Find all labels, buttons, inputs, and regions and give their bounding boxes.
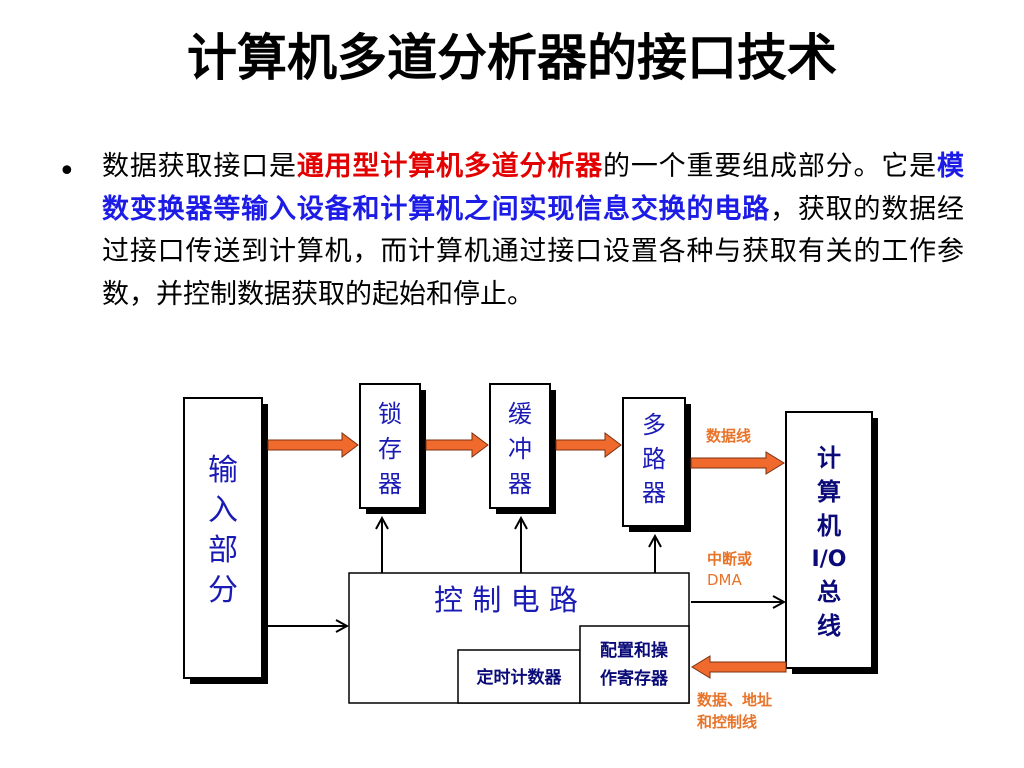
bus-lines-label: 数据、地址 [697,691,772,709]
highlight-red-text: 通用型计算机多道分析器 [296,151,604,182]
bus-lines-arrow [691,655,787,679]
data-line-label: 数据线 [706,427,751,445]
paragraph-segment: 的一个重要组成部分。它是 [603,151,938,182]
io-bus-block-char: 总 [817,578,841,606]
io-bus-block-char: 线 [817,612,841,640]
io-bus-block-char: 机 [817,512,841,540]
timer-counter-label: 定时计数器 [477,667,563,688]
latch-block: 锁 存 器 [359,383,426,514]
multiplexer-block-char: 多 [642,411,666,439]
latch-block-char: 存 [378,435,402,463]
data-flow-arrow [267,432,359,458]
io-bus-block-char: 算 [817,478,841,506]
interrupt-dma-label: 中断或 [707,550,752,568]
bullet-marker: • [58,154,76,189]
data-flow-arrow [555,432,622,458]
config-register-block: 配置和操 作寄存器 [579,625,690,704]
control-circuit-label: 控 制 电 路 [434,583,578,617]
bus-lines-label: 和控制线 [697,713,757,731]
multiplexer-block-char: 路 [642,445,666,473]
buffer-block-char: 冲 [508,435,532,463]
input-block: 输 入 部 分 [183,397,268,684]
input-block-char: 部 [208,533,238,568]
io-bus-block-char: I/O [812,547,847,572]
input-block-char: 入 [208,493,238,528]
config-register-label: 作寄存器 [600,668,669,689]
bullet-paragraph: 数据获取接口是通用型计算机多道分析器的一个重要组成部分。它是模数变换器等输入设备… [102,146,964,316]
slide-title: 计算机多道分析器的接口技术 [187,28,837,87]
interrupt-dma-label: DMA [707,571,742,589]
multiplexer-block: 多 路 器 [622,397,691,532]
multiplexer-block-char: 器 [642,479,666,507]
io-bus-block-char: 计 [817,444,841,472]
buffer-block: 缓 冲 器 [489,383,556,514]
paragraph-segment: 数据获取接口是 [102,151,297,182]
input-block-char: 输 [208,453,238,488]
buffer-block-char: 缓 [508,400,532,428]
timer-counter-block: 定时计数器 [457,649,581,704]
input-block-char: 分 [208,573,238,608]
paragraph-segment: ，获取的数据经过接口传送到计算机，而计算机通过接口设置各种与获取有关的工作参数，… [102,193,964,310]
latch-block-char: 锁 [378,400,402,428]
latch-block-char: 器 [378,470,402,498]
data-flow-arrow [425,432,489,458]
buffer-block-char: 器 [508,470,532,498]
io-bus-block: 计 算 机 I/O 总 线 [785,411,878,674]
highlight-blue-text: 模数变换器等输入设备和计算机之间实现信息交换的电路 [102,151,965,225]
config-register-label: 配置和操 [600,640,668,661]
data-line-arrow [690,451,785,475]
